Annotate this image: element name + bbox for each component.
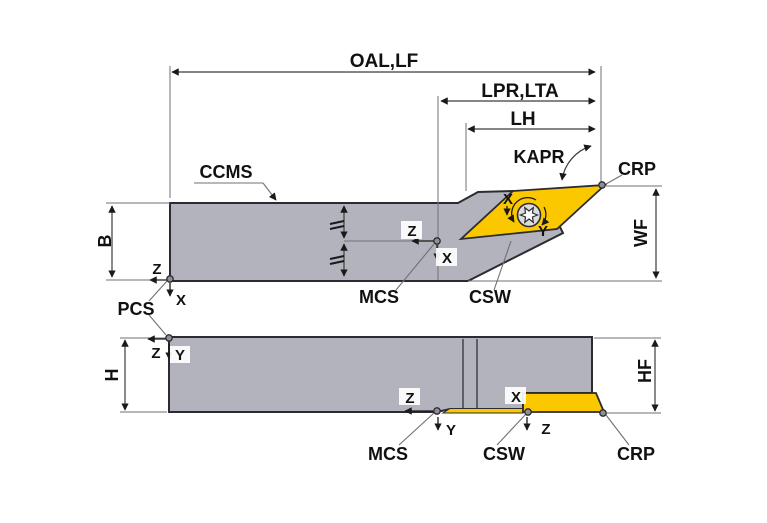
insert-clamp-screw-icon (507, 197, 550, 228)
x-axis-label-csw-side: X (511, 389, 521, 406)
crp-point-side-view (599, 409, 607, 417)
z-axis-label-mcs-side: Z (405, 390, 414, 407)
z-axis-label-pcs-top: Z (152, 261, 161, 278)
equal-mark-lower (329, 255, 345, 265)
label-crp-top: CRP (618, 159, 656, 179)
leader-mcs-top (395, 243, 435, 291)
x-axis-label-insert: X (503, 191, 513, 208)
label-box (170, 346, 190, 363)
leader-mcs-side (398, 412, 435, 446)
label-box (505, 387, 526, 404)
dim-label-lh: LH (510, 109, 535, 130)
dim-label-oal-lf: OAL,LF (350, 51, 419, 72)
leader-csw-side (496, 413, 527, 446)
label-ccms: CCMS (200, 162, 253, 182)
dim-label-b: B (95, 235, 115, 248)
y-axis-label-mcs-side: Y (446, 422, 456, 439)
dim-label-hf: HF (635, 359, 655, 383)
label-csw-top: CSW (469, 287, 511, 307)
crp-point-top-view (598, 181, 606, 189)
dimension-arc-kapr (559, 144, 592, 181)
dim-label-lpr-lta: LPR,LTA (481, 81, 559, 102)
label-mcs-side: MCS (368, 444, 408, 464)
mcs-point-top-view (433, 237, 441, 245)
leader-csw-top (493, 240, 512, 291)
equal-mark-upper (329, 220, 345, 230)
csw-point-side-view (524, 408, 532, 416)
leader-pcs-upper (148, 280, 168, 302)
shim-strip-side-view (441, 408, 524, 414)
leader-crp-top (605, 174, 623, 185)
y-axis-label-pcs-side: Y (175, 347, 185, 364)
mcs-point-side-view (433, 407, 441, 415)
label-box (401, 221, 422, 239)
dim-label-h: H (102, 369, 122, 382)
leader-ccms-arrow (262, 182, 277, 201)
pcs-point-side-view (165, 334, 173, 342)
y-axis-label-insert: Y (538, 223, 548, 240)
label-mcs-top: MCS (359, 287, 399, 307)
label-box (436, 248, 457, 266)
x-axis-label-pcs-top: X (176, 292, 186, 309)
leader-pcs-lower (148, 314, 167, 336)
label-pcs: PCS (117, 299, 154, 319)
leader-crp-side (605, 414, 630, 446)
pcs-point-top-view (166, 275, 174, 283)
cutting-insert-side-view (522, 392, 606, 413)
z-axis-label-pcs-side: Z (151, 345, 160, 362)
z-axis-label-csw-side: Z (541, 421, 550, 438)
dim-label-kapr: KAPR (513, 147, 564, 167)
label-csw-side: CSW (483, 444, 525, 464)
label-box (399, 388, 420, 405)
dim-label-wf: WF (631, 219, 651, 247)
z-axis-label-mcs-top: Z (407, 223, 416, 240)
x-axis-label-mcs-top: X (442, 250, 452, 267)
label-crp-side: CRP (617, 444, 655, 464)
